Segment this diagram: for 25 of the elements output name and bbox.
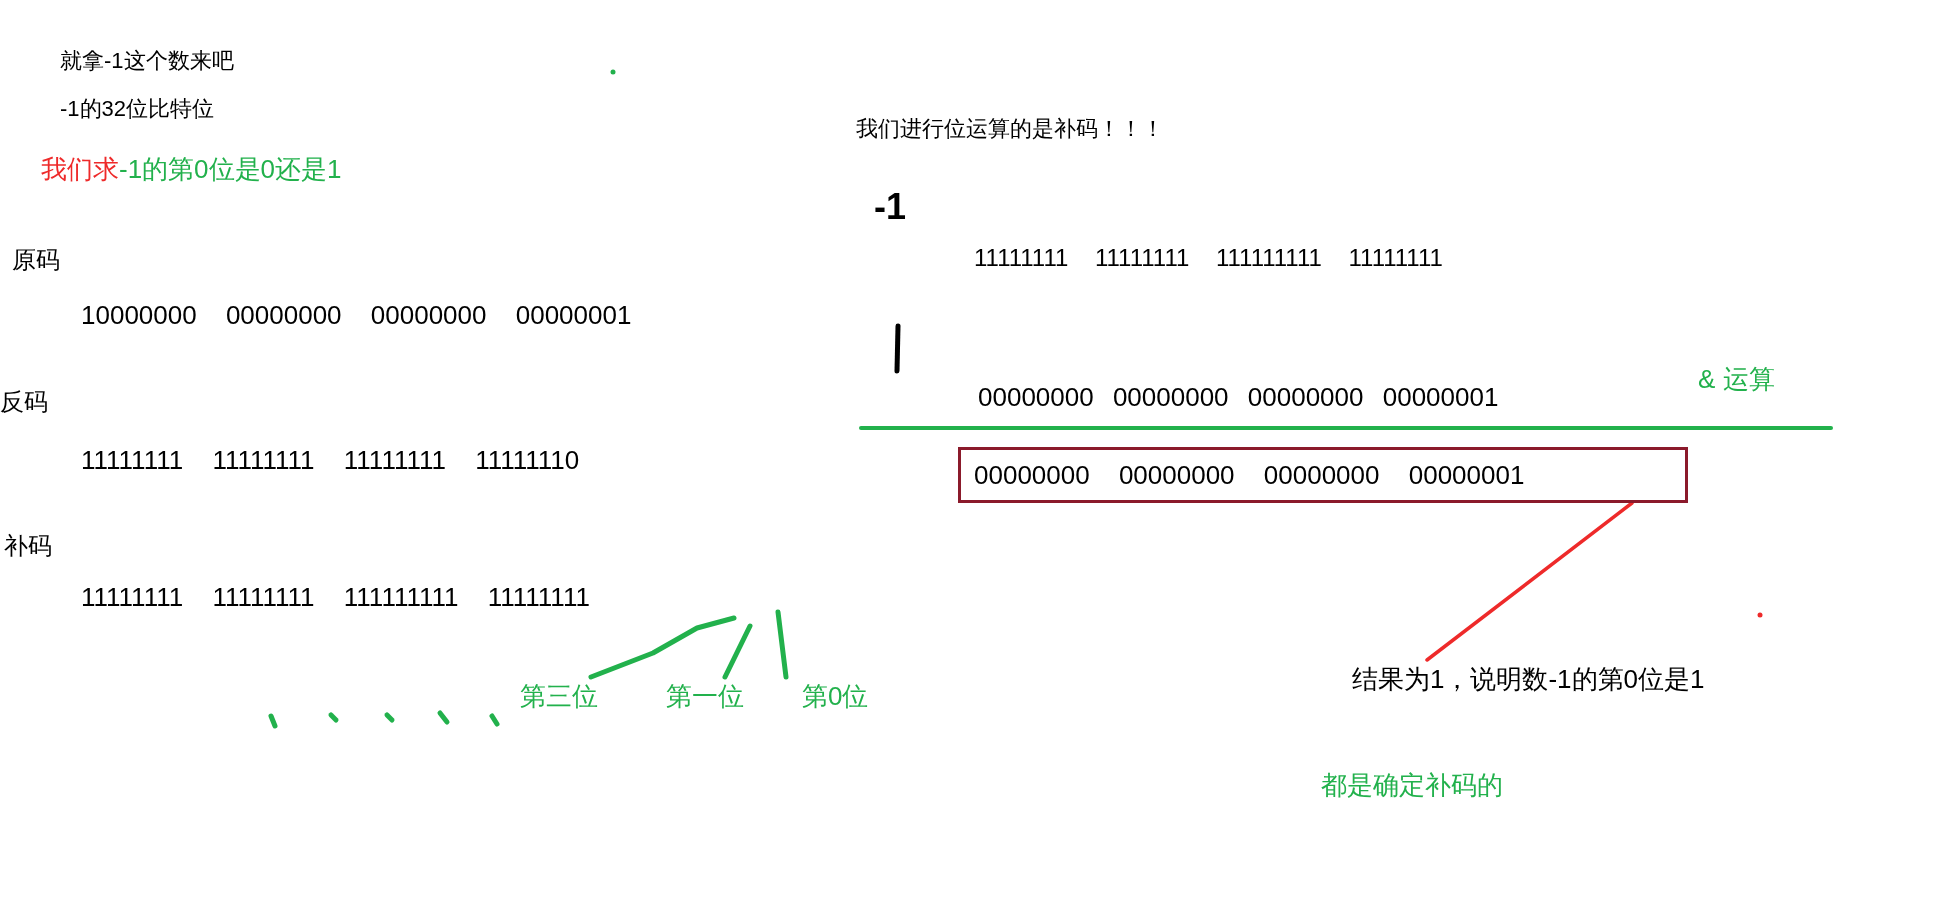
note-text: -1的32位比特位	[60, 95, 215, 123]
binary-row-text: 11111111 11111111 111111111 11111111	[974, 243, 1443, 273]
row-heading: 反码	[0, 387, 48, 417]
question-text: -1的第0位是0还是1	[119, 153, 342, 186]
question-text: 我们求	[41, 153, 119, 186]
callout-text: 第三位	[520, 677, 598, 716]
callout-text: 结果为1，说明数-1的第0位是1	[1352, 660, 1705, 699]
note-text: 都是确定补码的	[1321, 769, 1503, 802]
operator-text: & 运算	[1698, 363, 1775, 396]
callout-text: 第一位	[666, 677, 744, 716]
leader-line	[775, 609, 789, 680]
binary-row-text: 11111111 11111111 11111111 11111110	[81, 444, 580, 477]
note-text: 就拿-1这个数来吧	[60, 47, 234, 75]
leader-line	[722, 623, 753, 680]
callout-text: 第0位	[802, 677, 869, 716]
binary-row-text: 00000000 00000000 00000000 00000001	[978, 381, 1499, 414]
heading-text: 我们进行位运算的是补码！！！	[856, 115, 1164, 143]
row-heading: 原码	[12, 245, 60, 275]
binary-row-text: 11111111 11111111 111111111 11111111	[81, 581, 590, 614]
row-heading: 补码	[4, 531, 52, 561]
leader-line	[1425, 501, 1634, 662]
result-box: 00000000 00000000 00000000 00000001	[958, 447, 1688, 503]
handwritten-text: -1	[874, 185, 906, 229]
leader-line	[588, 615, 737, 680]
binary-row-text: 10000000 00000000 00000000 00000001	[81, 299, 632, 332]
